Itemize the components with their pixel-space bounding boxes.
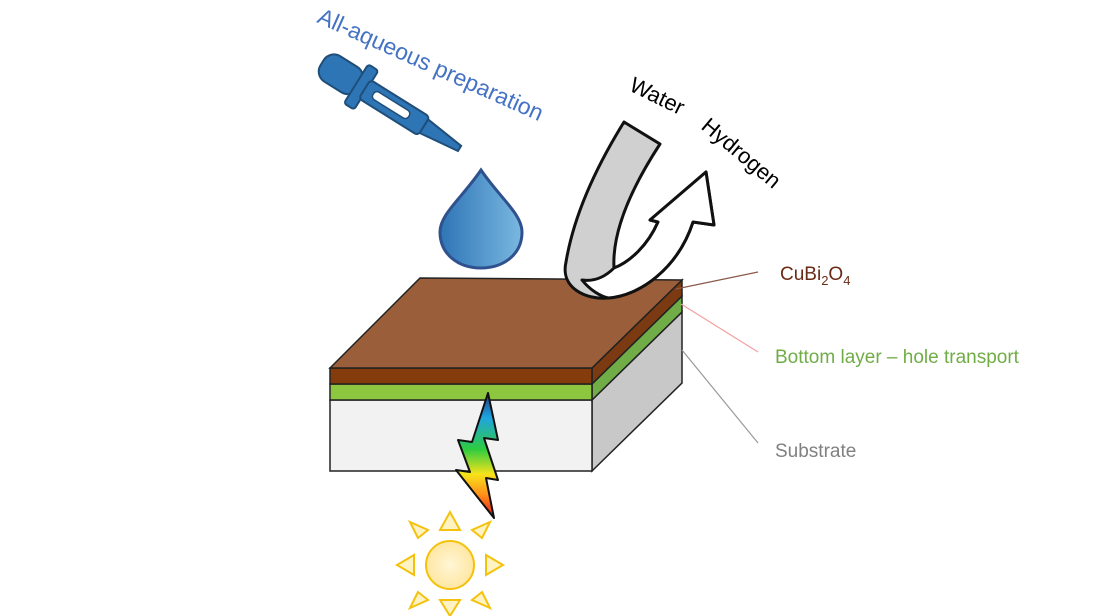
water-label: Water <box>626 72 689 120</box>
light-bolt-icon <box>455 392 499 519</box>
hole-transport-label: Bottom layer – hole transport <box>775 347 1020 368</box>
leader-line-hole <box>680 303 759 353</box>
substrate-label: Substrate <box>775 441 856 462</box>
sun-icon <box>395 509 505 616</box>
dropper-icon <box>317 53 463 153</box>
layer-stack <box>328 277 684 473</box>
cubi-front-face <box>329 367 593 385</box>
leader-line-substrate <box>681 349 759 444</box>
substrate-front-face <box>329 399 593 472</box>
arrow-head-outline <box>580 170 716 300</box>
hydrogen-label: Hydrogen <box>697 113 786 193</box>
water-drop-icon <box>438 167 524 270</box>
cubi-label: CuBi2O4 <box>780 264 850 288</box>
cubi-top-face <box>328 277 684 369</box>
hole-transport-front-face <box>329 383 593 401</box>
leader-line-cubi <box>675 271 759 290</box>
